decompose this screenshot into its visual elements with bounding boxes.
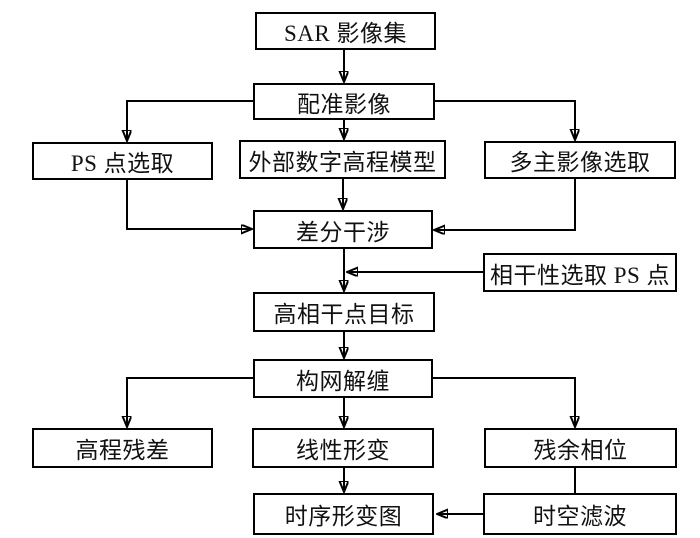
node-ps-point-selection: PS 点选取: [32, 142, 213, 180]
node-high-coherence-targets: 高相干点目标: [253, 292, 435, 332]
node-network-unwrapping: 构网解缠: [253, 359, 433, 398]
edge-registered-to-ps-select: [127, 100, 253, 141]
node-sar-image-set: SAR 影像集: [255, 12, 436, 50]
node-external-dem: 外部数字高程模型: [239, 140, 446, 179]
edge-network-unwrap-to-residual-phase: [433, 377, 575, 427]
node-multi-master-selection: 多主影像选取: [484, 141, 676, 179]
node-differential-interferometry: 差分干涉: [253, 210, 433, 249]
edge-multi-master-to-diff-interf: [434, 179, 576, 230]
node-height-residual: 高程残差: [32, 428, 213, 468]
node-residual-phase: 残余相位: [484, 428, 677, 468]
node-time-series-deformation-map: 时序形变图: [253, 493, 434, 535]
edge-ps-select-to-diff-interf: [126, 180, 252, 229]
edge-network-unwrap-to-height-residual: [127, 377, 253, 427]
edge-registered-to-multi-master: [435, 100, 575, 140]
node-registered-images: 配准影像: [253, 83, 435, 120]
node-linear-deformation: 线性形变: [252, 428, 434, 468]
node-spatiotemporal-filtering: 时空滤波: [483, 493, 677, 535]
node-coherence-ps-selection: 相干性选取 PS 点: [483, 253, 677, 292]
